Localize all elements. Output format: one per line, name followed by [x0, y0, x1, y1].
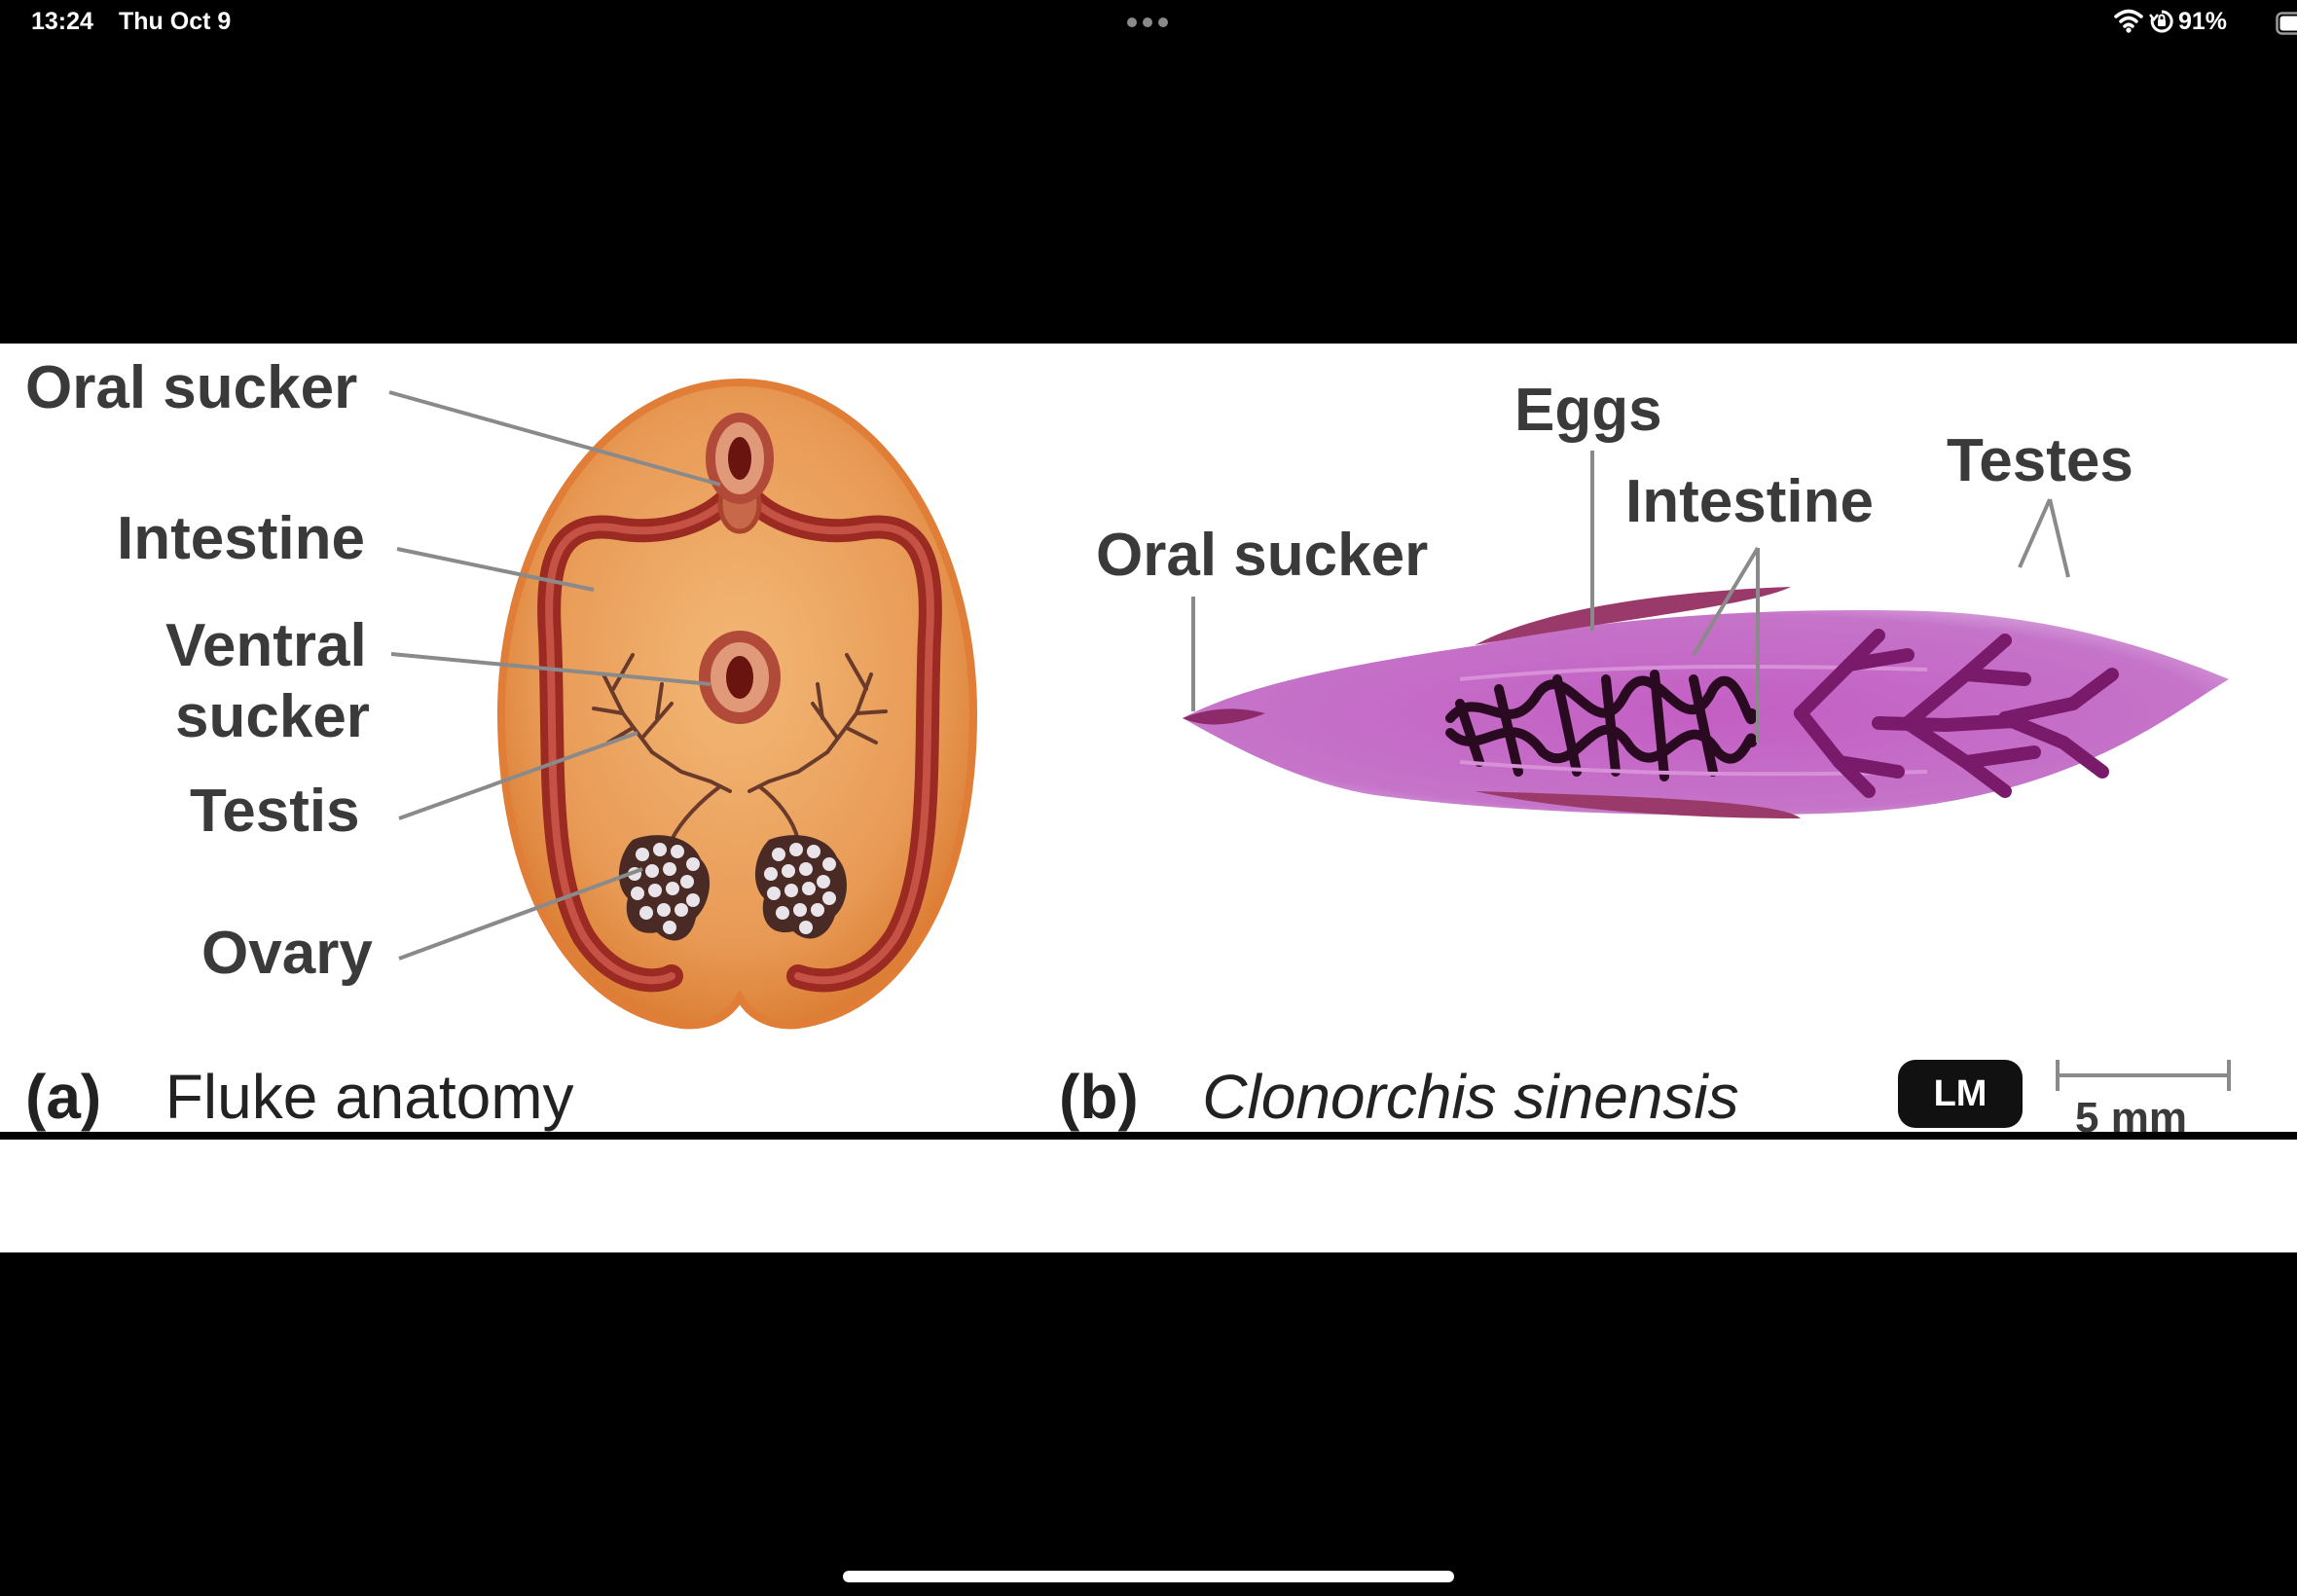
orientation-lock-icon	[2149, 10, 2173, 33]
figure-illustration	[0, 378, 2297, 1140]
fluke-illustration	[496, 378, 978, 1030]
panel-a-leader-lines	[388, 390, 721, 961]
caption-a: (a) Fluke anatomy	[25, 1066, 574, 1128]
battery-icon	[2276, 12, 2297, 35]
label-intestine-b: Intestine	[1625, 468, 1874, 535]
scale-bar	[2056, 1060, 2231, 1091]
label-intestine-a: Intestine	[117, 505, 365, 572]
status-time: 13:24	[31, 8, 93, 35]
status-date: Thu Oct 9	[119, 8, 232, 35]
status-bar: 13:24 Thu Oct 9 91%	[0, 0, 2297, 47]
ovary-right	[754, 835, 847, 939]
caption-a-letter: (a)	[25, 1062, 102, 1132]
eggs-mass	[1445, 670, 1757, 781]
multitasking-dots-icon[interactable]	[1127, 18, 1170, 27]
figure-image: Oral sucker Intestine Ventral sucker Tes…	[0, 344, 2297, 1252]
panel-b-leader-lines	[1191, 451, 2070, 743]
label-oral-sucker-b: Oral sucker	[1096, 522, 1429, 589]
caption-b-letter: (b)	[1059, 1062, 1139, 1132]
caption-b-text: Clonorchis sinensis	[1202, 1062, 1739, 1132]
ovary-left	[618, 835, 711, 941]
battery-percent: 91%	[2178, 8, 2228, 35]
testes-branches	[1794, 629, 2119, 798]
wifi-icon	[2114, 9, 2143, 33]
lm-badge: LM	[1898, 1060, 2023, 1128]
label-testes-b: Testes	[1947, 427, 2133, 494]
label-eggs-b: Eggs	[1514, 377, 1662, 444]
caption-a-text: Fluke anatomy	[164, 1062, 574, 1132]
label-ventral-a: Ventral	[165, 612, 367, 679]
label-sucker-a: sucker	[175, 683, 370, 750]
label-testis-a: Testis	[190, 778, 360, 845]
label-oral-sucker-a: Oral sucker	[25, 354, 358, 421]
specimen-micrograph	[1183, 587, 2229, 818]
bottom-rule	[0, 1132, 2297, 1140]
caption-b: (b) Clonorchis sinensis	[1059, 1066, 1739, 1128]
home-indicator[interactable]	[843, 1571, 1454, 1582]
label-ovary-a: Ovary	[201, 920, 373, 987]
scale-bar-label: 5 mm	[2075, 1094, 2187, 1142]
